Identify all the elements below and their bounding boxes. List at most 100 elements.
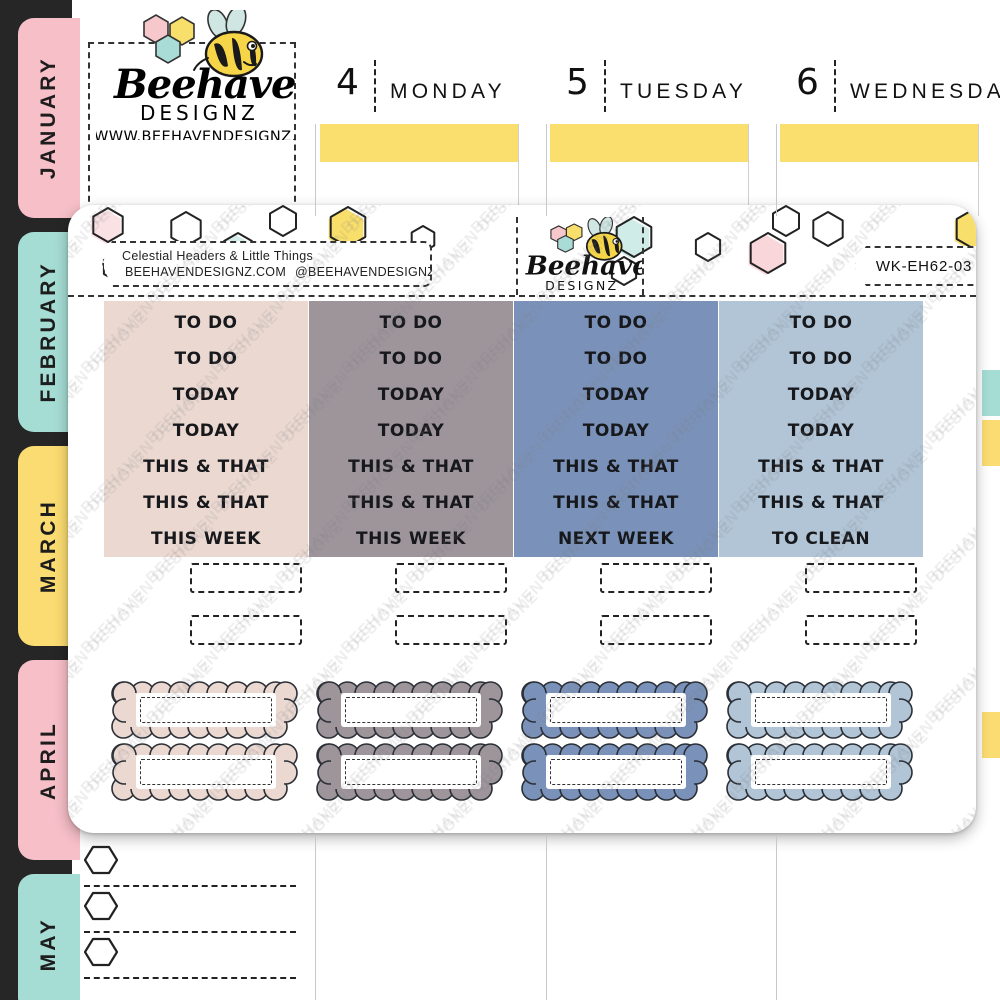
sticker-sheet: Celestial Headers & Little Things BEEHAV… [68,205,976,833]
sticker-label[interactable]: TODAY [377,421,445,441]
sheet-info-social: @BEEHAVENDESIGNZ [295,265,436,279]
sticker-header-block[interactable]: TO DO TO DO TODAY TODAY THIS & THAT THIS & TH… [514,301,718,557]
watermark-text: BEEHAVEN DESIGNZ [78,798,217,833]
hexagon-icon [328,206,367,249]
side-tab-0[interactable] [982,370,1000,416]
day-accent-bar[interactable] [320,124,518,162]
flag-write-area [190,615,302,645]
flag-write-area [805,563,917,593]
hexagon-checkbox-icon[interactable] [83,891,119,926]
sticker-label[interactable]: THIS WEEK [356,529,466,549]
month-tab-may[interactable]: MAY [18,874,80,1000]
sticker-label[interactable]: THIS & THAT [553,457,679,477]
scallop-dash-border [345,697,477,723]
scallop-dash-border [755,759,887,785]
sticker-header-block[interactable]: TO DO TO DO TODAY TODAY THIS & THAT THIS & TH… [104,301,308,557]
scallop-dash-border [345,759,477,785]
sticker-label[interactable]: THIS & THAT [758,493,884,513]
sticker-label[interactable]: TO DO [789,313,853,333]
month-tab-january[interactable]: JANUARY [18,18,80,218]
sticker-label[interactable]: TO DO [379,313,443,333]
hexagon-icon [954,208,976,251]
sticker-label[interactable]: TODAY [172,421,240,441]
flag-sticker[interactable] [375,557,513,599]
sheet-sku-badge: WK-EH62-03 [854,246,976,286]
hexagon-icon [170,211,202,247]
scallop-write-panel [546,755,686,789]
checklist-row [83,845,314,887]
sticker-label[interactable]: TO DO [789,349,853,369]
hexagon-checkbox-icon[interactable] [83,937,119,972]
hexagon-icon [748,232,787,275]
sticker-label[interactable]: TODAY [787,421,855,441]
sticker-label[interactable]: THIS & THAT [143,457,269,477]
watermark-text: BEEHAVEN DESIGNZ [858,798,976,833]
scalloped-label-sticker[interactable] [725,741,915,803]
flag-sticker[interactable] [170,557,308,599]
scallop-dash-border [550,759,682,785]
watermark-text: BEEHAVEN DESIGNZ [923,308,976,448]
flag-write-area [395,615,507,645]
sticker-label[interactable]: THIS & THAT [348,493,474,513]
sticker-label[interactable]: TO DO [584,349,648,369]
sticker-label[interactable]: TODAY [582,385,650,405]
sticker-label[interactable]: TODAY [582,421,650,441]
scalloped-label-sticker[interactable] [520,741,710,803]
sticker-header-block[interactable]: TO DO TO DO TODAY TODAY THIS & THAT THIS & TH… [309,301,513,557]
sticker-label[interactable]: THIS & THAT [348,457,474,477]
day-name: MONDAY [390,80,506,103]
day-accent-bar[interactable] [780,124,978,162]
sticker-label[interactable]: NEXT WEEK [557,529,675,549]
watermark-text: BEEHAVEN DESIGNZ [68,378,87,517]
day-divider [834,60,836,112]
svg-text:DESIGNZ: DESIGNZ [545,278,618,293]
sticker-header-block[interactable]: TO DO TO DO TODAY TODAY THIS & THAT THIS & TH… [719,301,923,557]
day-separator-line-top [315,124,316,216]
checklist-write-line[interactable] [84,931,296,933]
sticker-label[interactable]: THIS & THAT [143,493,269,513]
sticker-label[interactable]: TODAY [172,385,240,405]
watermark-text: BEEHAVEN DESIGNZ [923,448,976,588]
day-accent-bar[interactable] [550,124,748,162]
sticker-label[interactable]: TODAY [787,385,855,405]
flag-sticker[interactable] [785,609,923,651]
flag-sticker[interactable] [170,609,308,651]
day-separator-line-top [546,124,547,216]
day-name: TUESDAY [620,80,748,103]
sticker-label[interactable]: TO DO [379,349,443,369]
scalloped-label-sticker[interactable] [520,679,710,741]
sticker-label[interactable]: TO DO [174,349,238,369]
sticker-label[interactable]: THIS & THAT [758,457,884,477]
watermark-text: BEEHAVEN DESIGNZ [338,798,477,833]
hexagon-checkbox-icon[interactable] [83,845,119,880]
scalloped-label-sticker[interactable] [725,679,915,741]
scallop-write-panel [751,755,891,789]
sticker-label[interactable]: TO DO [174,313,238,333]
checklist-row [83,937,314,979]
watermark-text: BEEHAVEN DESIGNZ [923,588,976,728]
watermark-text: BEEHAVEN DESIGNZ [923,728,976,833]
sticker-label[interactable]: TODAY [377,385,445,405]
flag-sticker[interactable] [785,557,923,599]
checklist-write-line[interactable] [84,977,296,979]
day-number: 5 [566,62,589,103]
side-tab-1[interactable] [982,420,1000,466]
checklist-write-line[interactable] [84,885,296,887]
header-hexagon-decorations [91,205,976,286]
sticker-label[interactable]: TO CLEAN [771,529,871,549]
scalloped-label-sticker[interactable] [110,679,300,741]
flag-sticker[interactable] [580,557,718,599]
scalloped-label-sticker[interactable] [315,741,505,803]
scalloped-label-sticker[interactable] [110,741,300,803]
side-tab-2[interactable] [982,712,1000,758]
flag-sticker[interactable] [580,609,718,651]
scalloped-label-sticker[interactable] [315,679,505,741]
sticker-block-tail [719,557,785,661]
sticker-label[interactable]: THIS & THAT [553,493,679,513]
sticker-label[interactable]: TO DO [584,313,648,333]
center-bee-logo-svg: Beehaven DESIGNZ [525,217,642,293]
day-column-edge [518,124,519,216]
sticker-label[interactable]: THIS WEEK [151,529,261,549]
flag-sticker[interactable] [375,609,513,651]
brand-script-text: Beehaven [113,61,296,108]
